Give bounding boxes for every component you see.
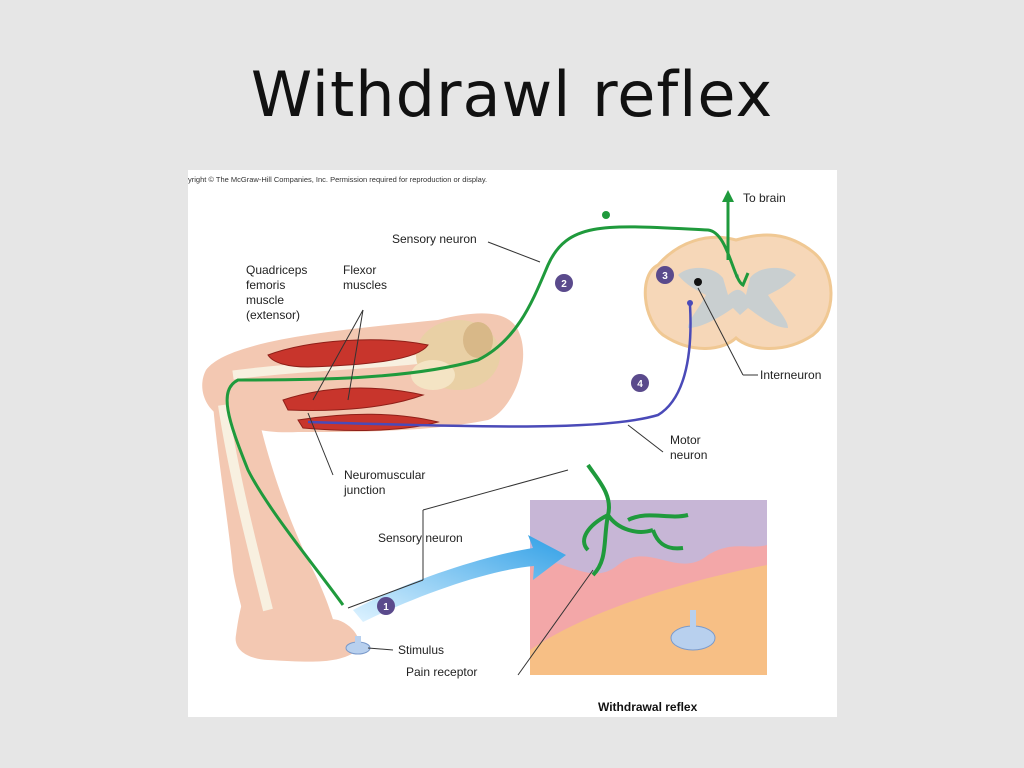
label-to-brain: To brain	[743, 191, 786, 205]
label-quadriceps-4: (extensor)	[246, 308, 300, 322]
label-quadriceps-3: muscle	[246, 293, 284, 307]
label-pain-receptor: Pain receptor	[406, 665, 477, 679]
label-quadriceps-1: Quadriceps	[246, 263, 307, 277]
pelvis-bone	[411, 320, 500, 390]
interneuron-body	[694, 278, 702, 286]
label-interneuron: Interneuron	[760, 368, 821, 382]
motor-neuron-body	[687, 300, 693, 306]
quadriceps-muscle	[267, 339, 429, 368]
svg-text:4: 4	[637, 379, 643, 390]
label-nmj-1: Neuromuscular	[344, 468, 425, 482]
svg-text:3: 3	[662, 271, 668, 282]
step-badge-4: 4	[631, 374, 649, 392]
flexor-muscle-lower	[297, 413, 440, 431]
slide-title: Withdrawl reflex	[250, 58, 774, 131]
figure-caption: Withdrawal reflex	[598, 700, 698, 714]
sensory-neuron-path	[225, 225, 750, 606]
motor-neuron-path	[307, 304, 692, 428]
label-nmj-2: junction	[343, 483, 385, 497]
label-sensory-neuron-bottom: Sensory neuron	[378, 531, 463, 545]
svg-text:1: 1	[383, 602, 389, 613]
leg-illustration	[202, 313, 524, 662]
leader-lines	[307, 241, 758, 676]
reflex-diagram: yright © The McGraw-Hill Companies, Inc.…	[188, 175, 833, 714]
step-badge-2: 2	[555, 274, 573, 292]
to-brain-arrowhead	[722, 190, 734, 202]
label-flexor-1: Flexor	[343, 263, 376, 277]
spinal-cord-section	[643, 233, 833, 350]
stimulus-arrow	[353, 535, 566, 622]
skin-inset	[530, 500, 767, 675]
stimulus-pin-inset	[670, 610, 716, 651]
svg-text:2: 2	[561, 279, 567, 290]
label-sensory-neuron-top: Sensory neuron	[392, 232, 477, 246]
label-flexor-2: muscles	[343, 278, 387, 292]
flexor-muscle-upper	[282, 387, 425, 411]
label-motor-1: Motor	[670, 433, 701, 447]
reflex-figure: yright © The McGraw-Hill Companies, Inc.…	[188, 170, 837, 717]
label-stimulus: Stimulus	[398, 643, 444, 657]
pain-receptor-branches	[582, 463, 689, 577]
step-badge-3: 3	[656, 266, 674, 284]
sensory-ganglion	[602, 211, 610, 219]
label-quadriceps-2: femoris	[246, 278, 285, 292]
step-badge-1: 1	[377, 597, 395, 615]
label-motor-2: neuron	[670, 448, 707, 462]
copyright-text: yright © The McGraw-Hill Companies, Inc.…	[188, 175, 487, 184]
